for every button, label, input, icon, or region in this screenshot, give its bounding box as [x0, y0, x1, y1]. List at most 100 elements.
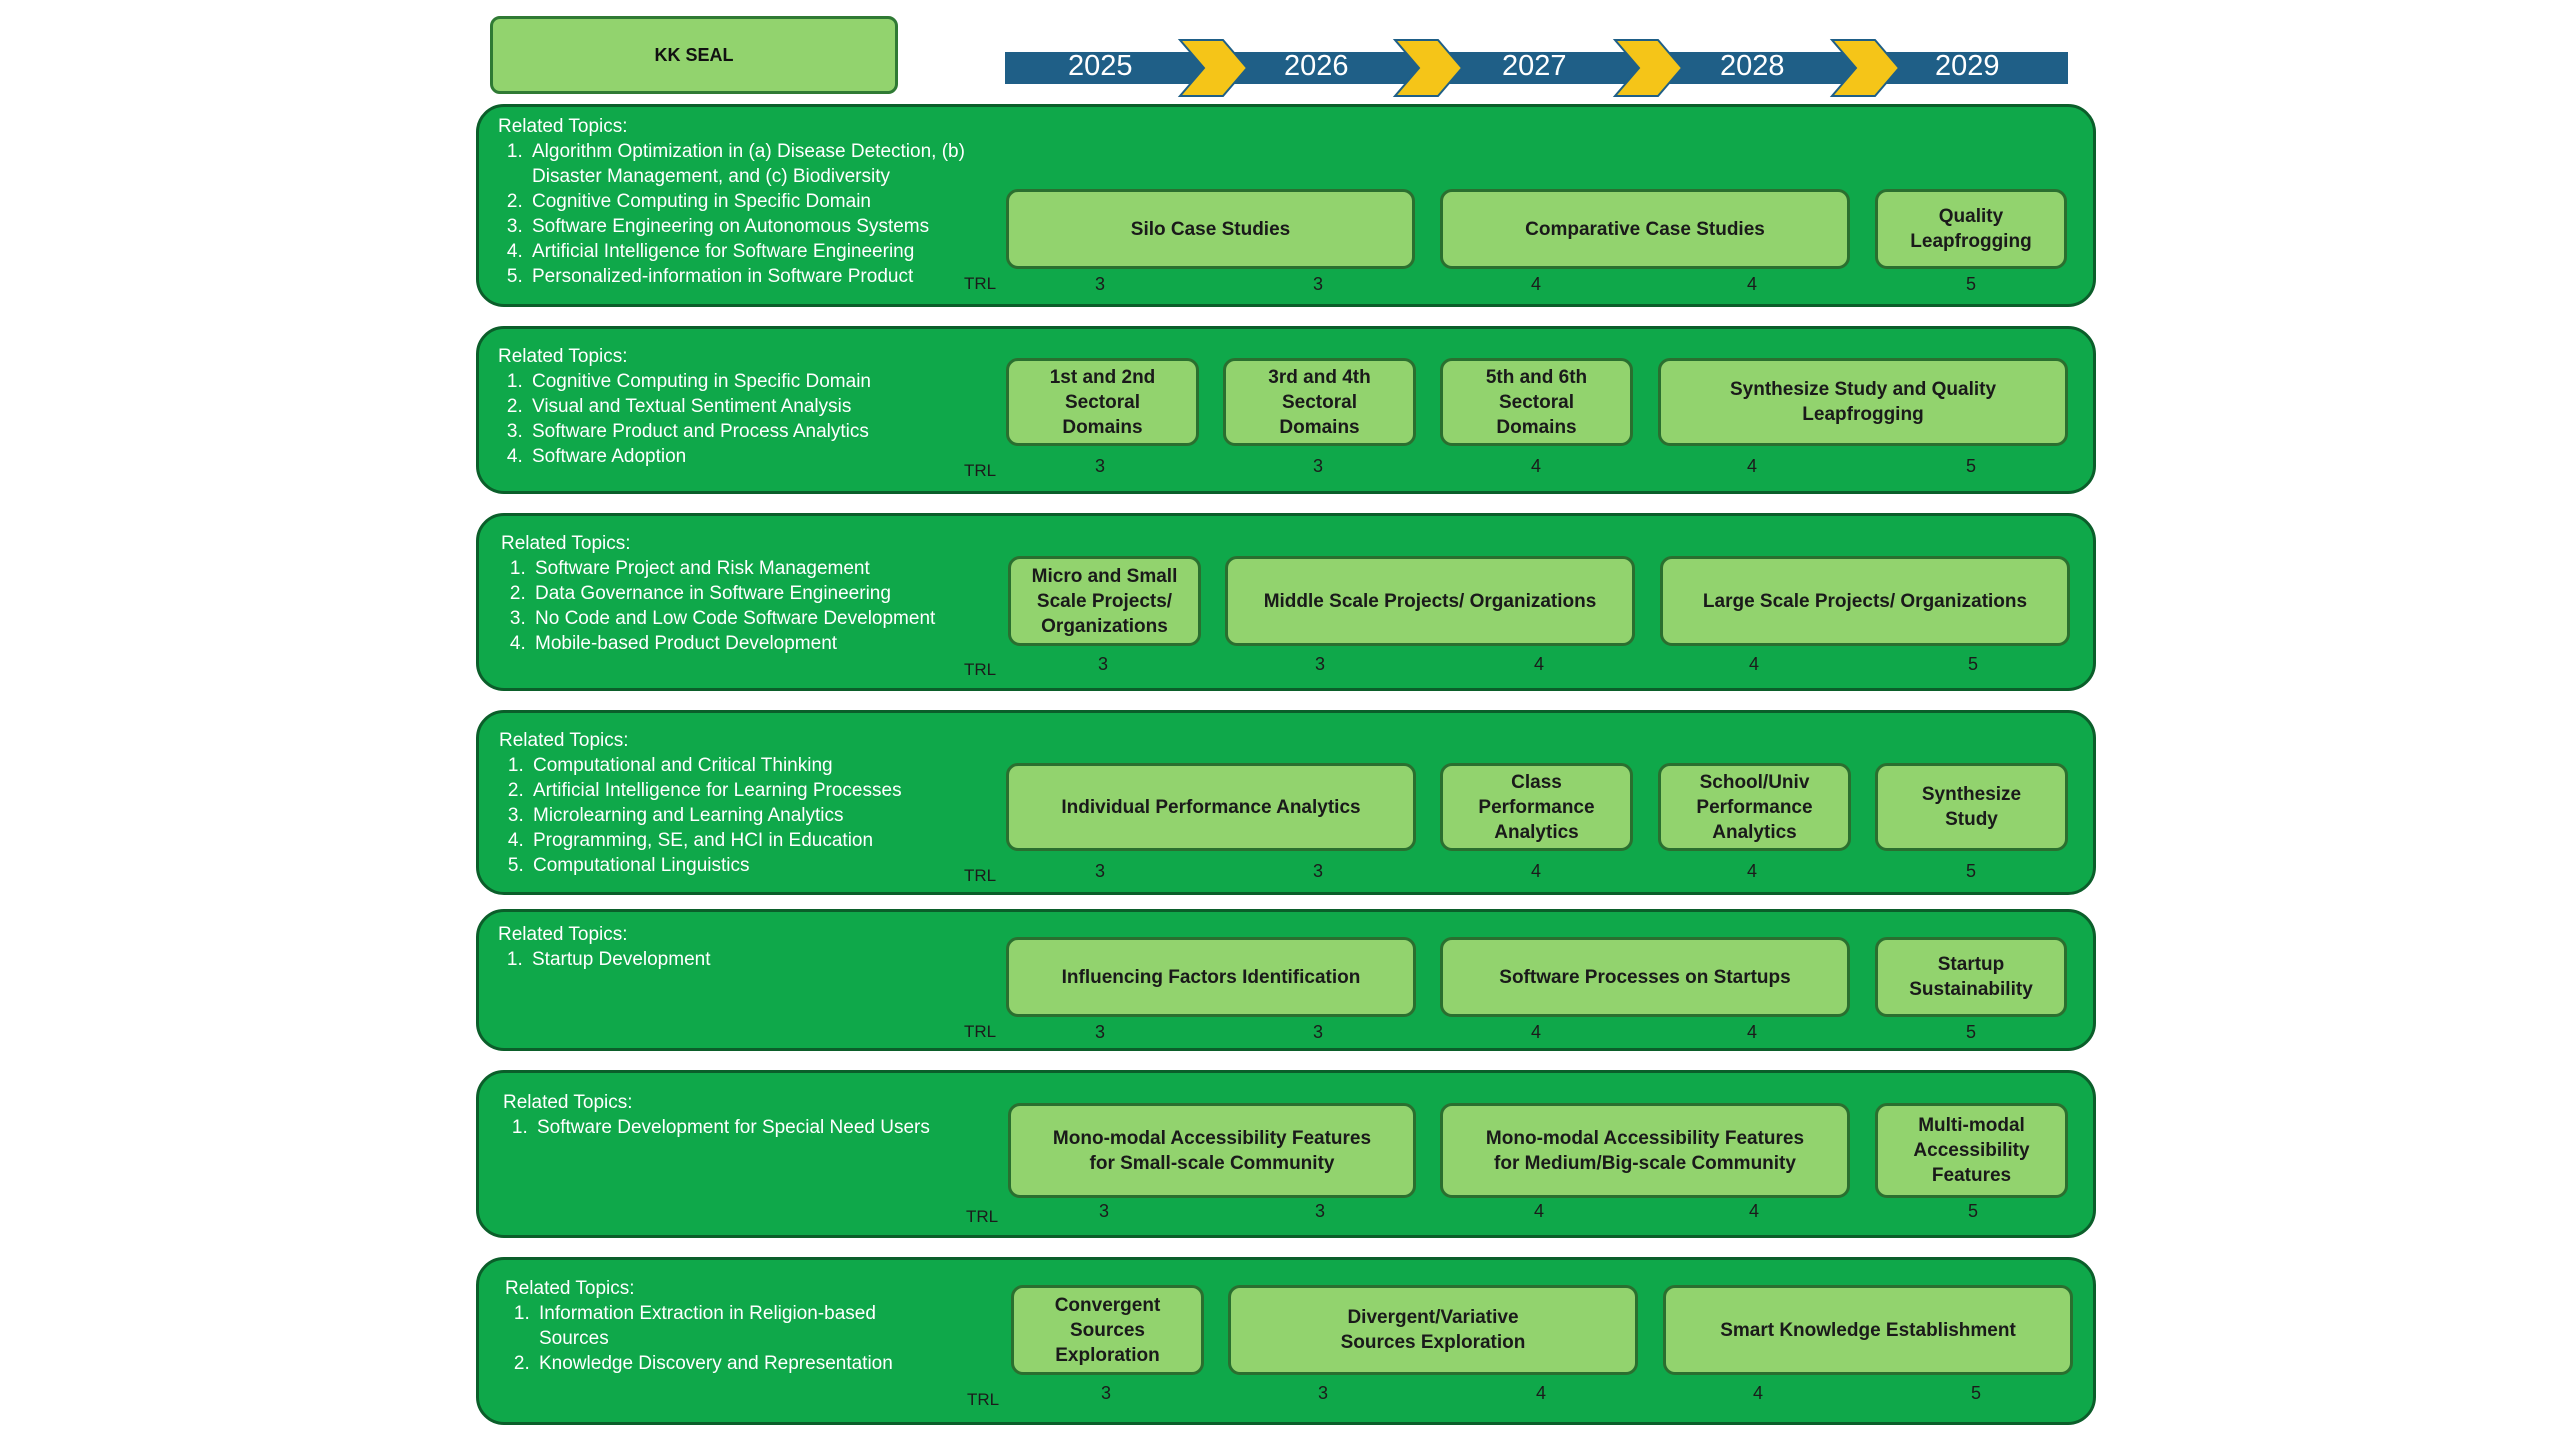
topic-item: Microlearning and Learning Analytics: [529, 803, 979, 828]
trl-label: TRL: [964, 866, 997, 885]
milestone-box: Mono-modal Accessibility Features for Me…: [1440, 1103, 1850, 1198]
topic-item: Information Extraction in Religion-based…: [535, 1301, 945, 1351]
row-2-topics: Related Topics: Cognitive Computing in S…: [498, 344, 978, 469]
trl-label: TRL: [964, 1022, 997, 1041]
timeline-chevron-2: [1392, 39, 1464, 97]
kk-seal-label: KK SEAL: [490, 16, 898, 94]
trl-value: 4: [1746, 274, 1757, 294]
trl-value: 3: [1314, 1201, 1325, 1221]
milestone-box: School/Univ Performance Analytics: [1658, 763, 1851, 851]
row-6-heading: Related Topics:: [503, 1092, 633, 1113]
milestone-box: 3rd and 4th Sectoral Domains: [1223, 358, 1416, 446]
milestone-box: Class Performance Analytics: [1440, 763, 1633, 851]
milestone-box: Smart Knowledge Establishment: [1663, 1285, 2073, 1375]
topic-item: Software Engineering on Autonomous Syste…: [528, 214, 978, 239]
trl-value: 4: [1530, 456, 1541, 476]
trl-value: 4: [1533, 1201, 1544, 1221]
row-2-heading: Related Topics:: [498, 346, 628, 367]
topic-item: Mobile-based Product Development: [531, 631, 981, 656]
milestone-box: 1st and 2nd Sectoral Domains: [1006, 358, 1199, 446]
year-label-2028: 2028: [1720, 50, 1785, 82]
row-6-topics: Related Topics: Software Development for…: [503, 1090, 983, 1140]
topic-item: Startup Development: [528, 947, 978, 972]
timeline-chevron-4: [1829, 39, 1901, 97]
year-label-2027: 2027: [1502, 50, 1567, 82]
milestone-box: Comparative Case Studies: [1440, 189, 1850, 269]
year-label-2026: 2026: [1284, 50, 1349, 82]
topic-item: Artificial Intelligence for Learning Pro…: [529, 778, 979, 803]
milestone-box: Startup Sustainability: [1875, 937, 2067, 1017]
trl-value: 3: [1317, 1383, 1328, 1403]
row-1-heading: Related Topics:: [498, 116, 628, 137]
row-1-topics: Related Topics: Algorithm Optimization i…: [498, 114, 978, 289]
trl-value: 4: [1746, 1022, 1757, 1042]
topic-item: Software Adoption: [528, 444, 978, 469]
trl-value: 3: [1098, 1201, 1109, 1221]
trl-label: TRL: [964, 660, 997, 679]
year-label-2029: 2029: [1935, 50, 2000, 82]
trl-value: 5: [1965, 456, 1976, 476]
year-timeline: [1005, 39, 2068, 97]
trl-label: TRL: [967, 1390, 1000, 1409]
row-7-topics: Related Topics: Information Extraction i…: [505, 1276, 945, 1376]
topic-item: Personalized-information in Software Pro…: [528, 264, 978, 289]
trl-value: 5: [1970, 1383, 1981, 1403]
milestone-box: Individual Performance Analytics: [1006, 763, 1416, 851]
topic-item: Computational and Critical Thinking: [529, 753, 979, 778]
milestone-box: Influencing Factors Identification: [1006, 937, 1416, 1017]
topic-item: Software Project and Risk Management: [531, 556, 981, 581]
trl-value: 3: [1094, 274, 1105, 294]
topic-item: No Code and Low Code Software Developmen…: [531, 606, 981, 631]
trl-label: TRL: [966, 1207, 999, 1226]
year-label-2025: 2025: [1068, 50, 1133, 82]
trl-value: 3: [1094, 456, 1105, 476]
milestone-box: Multi-modal Accessibility Features: [1875, 1103, 2068, 1198]
row-4-heading: Related Topics:: [499, 730, 629, 751]
milestone-box: Middle Scale Projects/ Organizations: [1225, 556, 1635, 646]
trl-value: 4: [1746, 861, 1757, 881]
topic-item: Artificial Intelligence for Software Eng…: [528, 239, 978, 264]
row-3-topics: Related Topics: Software Project and Ris…: [501, 531, 981, 656]
row-5-topics: Related Topics: Startup Development: [498, 922, 978, 972]
trl-value: 3: [1314, 654, 1325, 674]
trl-value: 3: [1312, 274, 1323, 294]
topic-item: Algorithm Optimization in (a) Disease De…: [528, 139, 978, 189]
trl-value: 4: [1530, 861, 1541, 881]
trl-value: 5: [1965, 861, 1976, 881]
trl-value: 4: [1535, 1383, 1546, 1403]
row-3-heading: Related Topics:: [501, 533, 631, 554]
topic-item: Programming, SE, and HCI in Education: [529, 828, 979, 853]
trl-value: 4: [1533, 654, 1544, 674]
timeline-chevron-1: [1177, 39, 1249, 97]
topic-item: Software Product and Process Analytics: [528, 419, 978, 444]
topic-item: Data Governance in Software Engineering: [531, 581, 981, 606]
topic-item: Computational Linguistics: [529, 853, 979, 878]
row-7-heading: Related Topics:: [505, 1278, 635, 1299]
trl-value: 3: [1097, 654, 1108, 674]
trl-value: 4: [1530, 1022, 1541, 1042]
timeline-chevron-3: [1612, 39, 1684, 97]
topic-item: Software Development for Special Need Us…: [533, 1115, 983, 1140]
milestone-box: Synthesize Study: [1875, 763, 2068, 851]
milestone-box: Convergent Sources Exploration: [1011, 1285, 1204, 1375]
topic-item: Cognitive Computing in Specific Domain: [528, 189, 978, 214]
trl-value: 5: [1965, 1022, 1976, 1042]
milestone-box: Quality Leapfrogging: [1875, 189, 2067, 269]
trl-value: 5: [1965, 274, 1976, 294]
trl-value: 3: [1094, 1022, 1105, 1042]
trl-value: 4: [1746, 456, 1757, 476]
trl-value: 3: [1312, 1022, 1323, 1042]
trl-value: 4: [1748, 654, 1759, 674]
milestone-box: Synthesize Study and Quality Leapfroggin…: [1658, 358, 2068, 446]
trl-value: 3: [1094, 861, 1105, 881]
milestone-box: Large Scale Projects/ Organizations: [1660, 556, 2070, 646]
trl-value: 5: [1967, 1201, 1978, 1221]
row-4-topics: Related Topics: Computational and Critic…: [499, 728, 979, 878]
trl-value: 4: [1530, 274, 1541, 294]
trl-value: 3: [1312, 861, 1323, 881]
trl-label: TRL: [964, 461, 997, 480]
milestone-box: Divergent/Variative Sources Exploration: [1228, 1285, 1638, 1375]
trl-value: 4: [1748, 1201, 1759, 1221]
milestone-box: 5th and 6th Sectoral Domains: [1440, 358, 1633, 446]
trl-value: 4: [1752, 1383, 1763, 1403]
